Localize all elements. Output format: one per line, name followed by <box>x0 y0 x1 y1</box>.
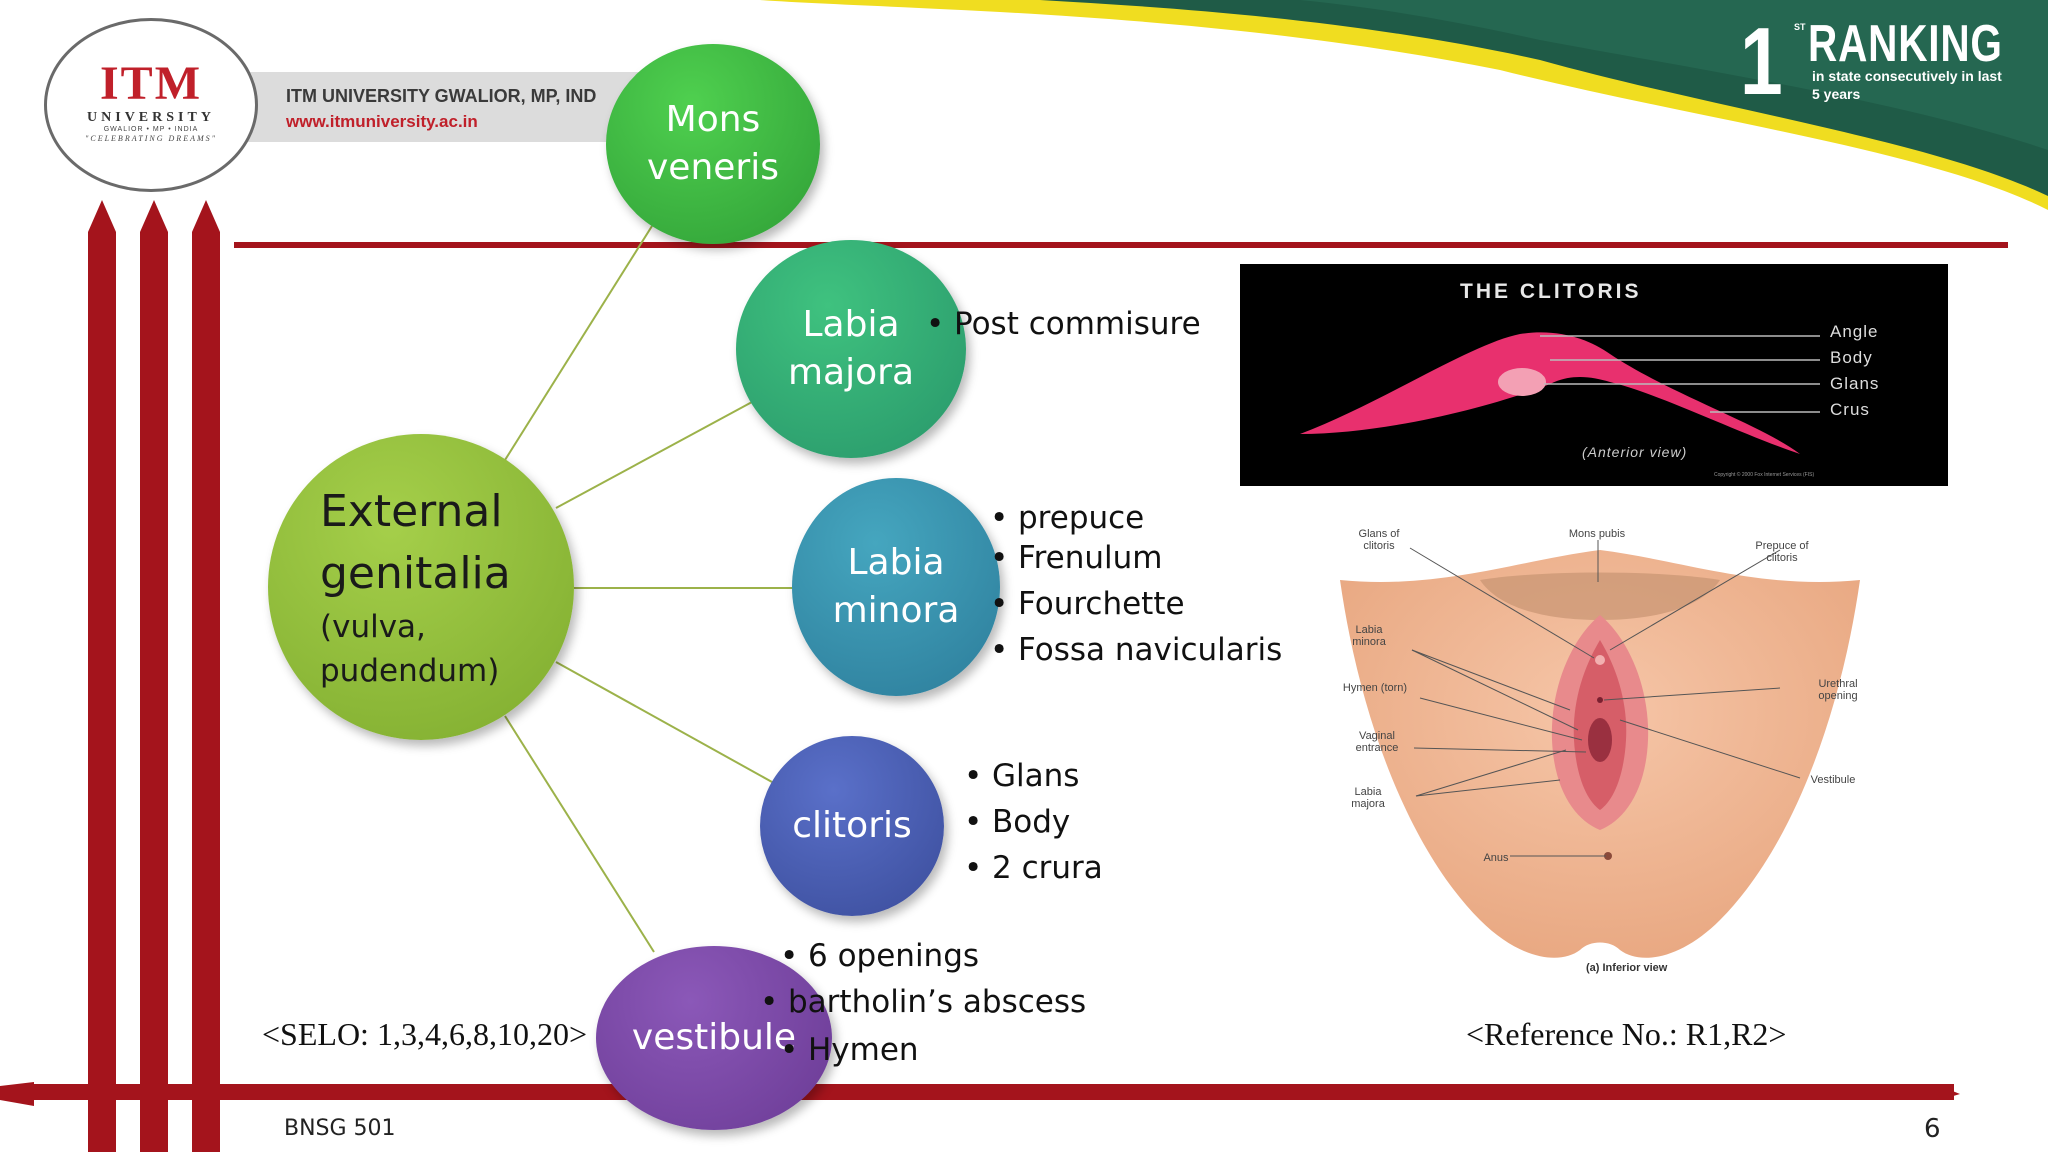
clitoris-image-title: THE CLITORIS <box>1460 280 1642 303</box>
logo-university-text: UNIVERSITY <box>87 110 215 125</box>
connector-clitoris <box>555 661 773 783</box>
bullet-clitoris-2: Body <box>964 802 1070 842</box>
clitoris-label-crus: Crus <box>1830 400 1870 419</box>
bullet-clitoris-3: 2 crura <box>964 848 1103 888</box>
vulva-label-vaginal: Vaginal entrance <box>1355 730 1399 754</box>
node-clitoris: clitoris <box>760 736 944 916</box>
vulva-label-mons: Mons pubis <box>1568 528 1626 540</box>
pillar-left <box>88 200 116 1152</box>
node-external-line1: External <box>320 486 503 537</box>
node-external-line3: (vulva, <box>320 609 426 645</box>
node-minora-line2: minora <box>832 590 960 631</box>
bullet-minora-4: Fossa navicularis <box>990 630 1282 670</box>
clitoris-label-body: Body <box>1830 348 1873 367</box>
top-red-rule <box>234 242 2008 248</box>
vulva-label-majora: Labia majora <box>1351 786 1385 810</box>
ranking-superscript: ST <box>1794 22 1806 32</box>
node-external-genitalia: External genitalia (vulva, pudendum) <box>268 434 574 740</box>
node-external-line2: genitalia <box>320 548 511 599</box>
clitoris-view-caption: (Anterior view) <box>1582 444 1688 460</box>
bullet-vestibule-2: bartholin’s abscess <box>760 982 1086 1022</box>
node-mons-line1: Mons <box>665 99 761 140</box>
node-minora-line1: Labia <box>847 542 945 583</box>
clitoris-label-angle: Angle <box>1830 322 1879 341</box>
clitoris-label-glans: Glans <box>1830 374 1880 393</box>
itm-logo <box>44 18 258 192</box>
connector-vestibule <box>504 715 655 953</box>
bullet-majora-1: Post commisure <box>926 304 1201 344</box>
vulva-caption: (a) Inferior view <box>1586 962 1668 974</box>
node-majora-line1: Labia <box>802 304 900 345</box>
logo-location-text: GWALIOR • MP • INDIA <box>103 126 199 133</box>
pillar-middle <box>140 200 168 1152</box>
university-name: ITM UNIVERSITY GWALIOR, MP, IND <box>286 86 597 106</box>
ranking-number: 1 <box>1740 8 1783 115</box>
reference-numbers: <Reference No.: R1,R2> <box>1466 1016 1787 1052</box>
course-code: BNSG 501 <box>284 1116 396 1141</box>
clitoris-drawing <box>1300 332 1820 454</box>
vulva-label-anus: Anus <box>1483 852 1509 864</box>
ranking-word: RANKING <box>1808 15 2003 73</box>
vulva-label-hymen: Hymen (torn) <box>1342 682 1408 694</box>
bullet-minora-2: Frenulum <box>990 538 1163 578</box>
vulva-label-urethral: Urethral opening <box>1818 678 1858 702</box>
node-labia-majora: Labia majora <box>736 240 966 458</box>
page-number: 6 <box>1924 1114 1941 1144</box>
university-url: www.itmuniversity.ac.in <box>286 112 478 131</box>
connector-mons <box>504 225 653 461</box>
bullet-minora-3: Fourchette <box>990 584 1184 624</box>
bullet-vestibule-1: 6 openings <box>780 936 979 976</box>
node-external-line4: pudendum) <box>320 653 500 689</box>
vulva-label-vestibule: Vestibule <box>1810 774 1856 786</box>
node-clitoris-label: clitoris <box>792 805 912 846</box>
ranking-subtitle-2: 5 years <box>1812 86 1861 102</box>
node-majora-line2: majora <box>787 352 915 393</box>
node-labia-minora: Labia minora <box>792 478 1000 696</box>
vulva-illustration <box>1340 540 1860 958</box>
node-vestibule-label: vestibule <box>631 1017 797 1058</box>
vulva-label-prepuce: Prepuce of clitoris <box>1755 540 1809 564</box>
clitoris-copyright: Copyright © 2000 Fox Internet Services (… <box>1714 472 1815 478</box>
selo-reference: <SELO: 1,3,4,6,8,10,20> <box>262 1016 587 1052</box>
bullet-clitoris-1: Glans <box>964 756 1080 796</box>
logo-itm-text: ITM <box>100 57 202 110</box>
node-mons-veneris: Mons veneris <box>606 44 820 244</box>
vulva-label-minora: Labia minora <box>1352 624 1386 648</box>
node-mons-line2: veneris <box>647 147 779 188</box>
vulva-label-glans: Glans of clitoris <box>1358 528 1400 552</box>
connector-majora <box>555 401 753 509</box>
ranking-subtitle-1: in state consecutively in last <box>1812 68 2002 84</box>
logo-tagline: "CELEBRATING DREAMS" <box>85 134 217 143</box>
pillar-right <box>192 200 220 1152</box>
bullet-vestibule-3: Hymen <box>780 1030 918 1070</box>
header-band <box>180 72 640 142</box>
bullet-minora-1: prepuce <box>990 498 1144 538</box>
